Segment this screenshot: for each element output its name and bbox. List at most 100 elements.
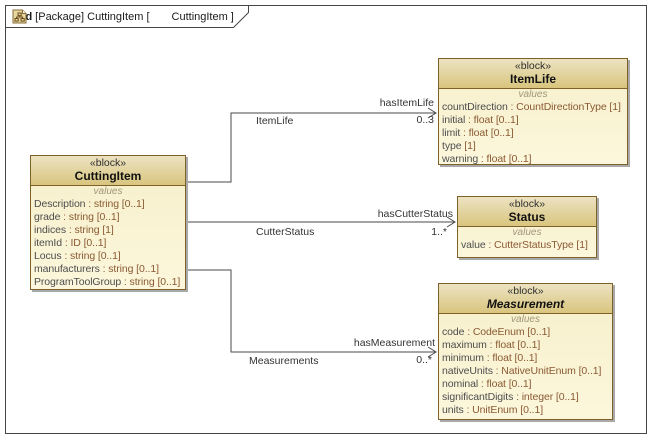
diagram-header-tab: bdd [Package] CuttingItem [ CuttingItem … xyxy=(5,5,255,29)
attribute-name: type xyxy=(442,140,462,152)
block-cuttingitem[interactable]: «block» CuttingItem values Description :… xyxy=(30,155,186,290)
association-role-label[interactable]: hasMeasurement xyxy=(353,337,435,349)
association-role-label[interactable]: hasItemLife xyxy=(379,97,434,109)
attribute-type: : float [0..1] xyxy=(478,153,532,165)
association-multiplicity-label[interactable]: 0..3 xyxy=(416,114,434,126)
attribute-row[interactable]: nominal : float [0..1] xyxy=(439,378,612,391)
block-name[interactable]: Measurement xyxy=(486,297,565,311)
attribute-row[interactable]: maximum : float [0..1] xyxy=(439,339,612,352)
values-compartment: values Description : string [0..1] grade… xyxy=(31,186,185,289)
association-name-label[interactable]: CutterStatus xyxy=(256,226,315,238)
attribute-type: : string [0..1] xyxy=(60,211,120,223)
attribute-row[interactable]: code : CodeEnum [0..1] xyxy=(439,326,612,339)
attribute-type: : string [0..1] xyxy=(99,263,159,275)
block-name[interactable]: ItemLife xyxy=(509,72,556,86)
block-status[interactable]: «block» Status values value : CutterStat… xyxy=(457,196,597,258)
block-name[interactable]: CuttingItem xyxy=(74,169,142,183)
values-compartment-label: values xyxy=(518,89,548,100)
attribute-name: Description xyxy=(34,198,86,210)
attribute-name: grade xyxy=(34,211,61,223)
attribute-row[interactable]: initial : float [0..1] xyxy=(439,114,627,127)
attribute-type: : float [0..1] xyxy=(486,339,541,351)
attribute-type: : CodeEnum [0..1] xyxy=(464,326,551,338)
attribute-name: nominal xyxy=(442,378,479,390)
association-name-label[interactable]: ItemLife xyxy=(256,115,294,127)
values-compartment-label: values xyxy=(511,314,540,325)
stereotype-label: «block» xyxy=(89,157,127,169)
association-hasmeasurement-line[interactable] xyxy=(186,269,436,353)
values-compartment: values value : CutterStatusType [1] xyxy=(458,227,596,254)
block-measurement-header: «block» Measurement xyxy=(439,284,612,314)
attribute-row[interactable]: limit : float [0..1] xyxy=(439,127,627,140)
attribute-name: warning xyxy=(442,153,479,165)
attribute-type: : string [1] xyxy=(66,224,114,236)
attribute-type: [1] xyxy=(461,140,476,152)
attribute-type: : string [0..1] xyxy=(85,198,145,210)
attribute-type: : string [0..1] xyxy=(121,276,181,288)
attribute-row[interactable]: ProgramToolGroup : string [0..1] xyxy=(31,276,185,289)
attribute-type: : ID [0..1] xyxy=(62,237,107,249)
attribute-name: units xyxy=(442,404,464,416)
association-multiplicity-label[interactable]: 0..* xyxy=(416,354,432,366)
attribute-name: minimum xyxy=(442,352,484,364)
diagram-name-label: CuttingItem xyxy=(171,10,228,23)
attribute-row[interactable]: indices : string [1] xyxy=(31,224,185,237)
attribute-type: : float [0..1] xyxy=(465,114,519,126)
association-multiplicity-label[interactable]: 1..* xyxy=(431,226,447,238)
association-hascutterstatus-arrowhead xyxy=(446,216,456,228)
attribute-row[interactable]: itemId : ID [0..1] xyxy=(31,237,185,250)
values-compartment-label: values xyxy=(93,186,123,197)
block-cuttingitem-header: «block» CuttingItem xyxy=(31,156,185,186)
attribute-row[interactable]: units : UnitEnum [0..1] xyxy=(439,404,612,417)
stereotype-label: «block» xyxy=(514,60,552,72)
attribute-type: : float [0..1] xyxy=(460,127,514,139)
diagram-icon xyxy=(12,9,169,24)
block-itemlife-header: «block» ItemLife xyxy=(439,59,627,89)
attribute-type: : string [0..1] xyxy=(61,250,121,262)
attribute-type: : CountDirectionType [1] xyxy=(507,101,621,113)
attribute-row[interactable]: significantDigits : integer [0..1] xyxy=(439,391,612,404)
attribute-type: : CutterStatusType [1] xyxy=(485,239,588,251)
attribute-type: : float [0..1] xyxy=(478,378,532,390)
attribute-type: : NativeUnitEnum [0..1] xyxy=(492,365,602,377)
attribute-name: maximum xyxy=(442,339,487,351)
diagram-package-label: [Package] CuttingItem [ xyxy=(35,10,150,23)
association-hasmeasurement-arrowhead xyxy=(427,346,437,358)
association-hasitemlife-line[interactable] xyxy=(186,112,436,183)
attribute-name: significantDigits xyxy=(442,391,514,403)
association-name-label[interactable]: Measurements xyxy=(249,355,319,367)
values-compartment-label: values xyxy=(512,227,542,238)
attribute-name: value xyxy=(461,239,486,251)
attribute-row[interactable]: grade : string [0..1] xyxy=(31,211,185,224)
attribute-row[interactable]: Locus : string [0..1] xyxy=(31,250,185,263)
attribute-row[interactable]: countDirection : CountDirectionType [1] xyxy=(439,101,627,114)
attribute-row[interactable]: value : CutterStatusType [1] xyxy=(458,239,596,252)
attribute-type: : float [0..1] xyxy=(483,352,538,364)
block-measurement[interactable]: «block» Measurement values code : CodeEn… xyxy=(438,283,613,420)
block-status-header: «block» Status xyxy=(458,197,596,227)
block-itemlife[interactable]: «block» ItemLife values countDirection :… xyxy=(438,58,628,165)
attribute-type: : UnitEnum [0..1] xyxy=(463,404,544,416)
diagram-title: bdd [Package] CuttingItem [ CuttingItem … xyxy=(12,9,237,24)
attribute-row[interactable]: nativeUnits : NativeUnitEnum [0..1] xyxy=(439,365,612,378)
attribute-row[interactable]: manufacturers : string [0..1] xyxy=(31,263,185,276)
attribute-name: ProgramToolGroup xyxy=(34,276,122,288)
diagram-header-tab-shape xyxy=(5,5,249,28)
values-compartment: values code : CodeEnum [0..1] maximum : … xyxy=(439,314,612,419)
attribute-row[interactable]: warning : float [0..1] xyxy=(439,153,627,165)
stereotype-label: «block» xyxy=(507,285,544,297)
attribute-row[interactable]: minimum : float [0..1] xyxy=(439,352,612,365)
diagram-title-close: ] xyxy=(230,10,234,23)
attribute-row[interactable]: type [1] xyxy=(439,140,627,153)
attribute-row[interactable]: Description : string [0..1] xyxy=(31,198,185,211)
attribute-name: itemId xyxy=(34,237,62,249)
attribute-name: initial xyxy=(442,114,466,126)
values-compartment: values countDirection : CountDirectionTy… xyxy=(439,89,627,165)
diagram-frame xyxy=(5,5,647,434)
block-name[interactable]: Status xyxy=(508,210,546,224)
attribute-name: manufacturers xyxy=(34,263,100,275)
association-role-label[interactable]: hasCutterStatus xyxy=(377,208,453,220)
attribute-name: countDirection xyxy=(442,101,508,113)
